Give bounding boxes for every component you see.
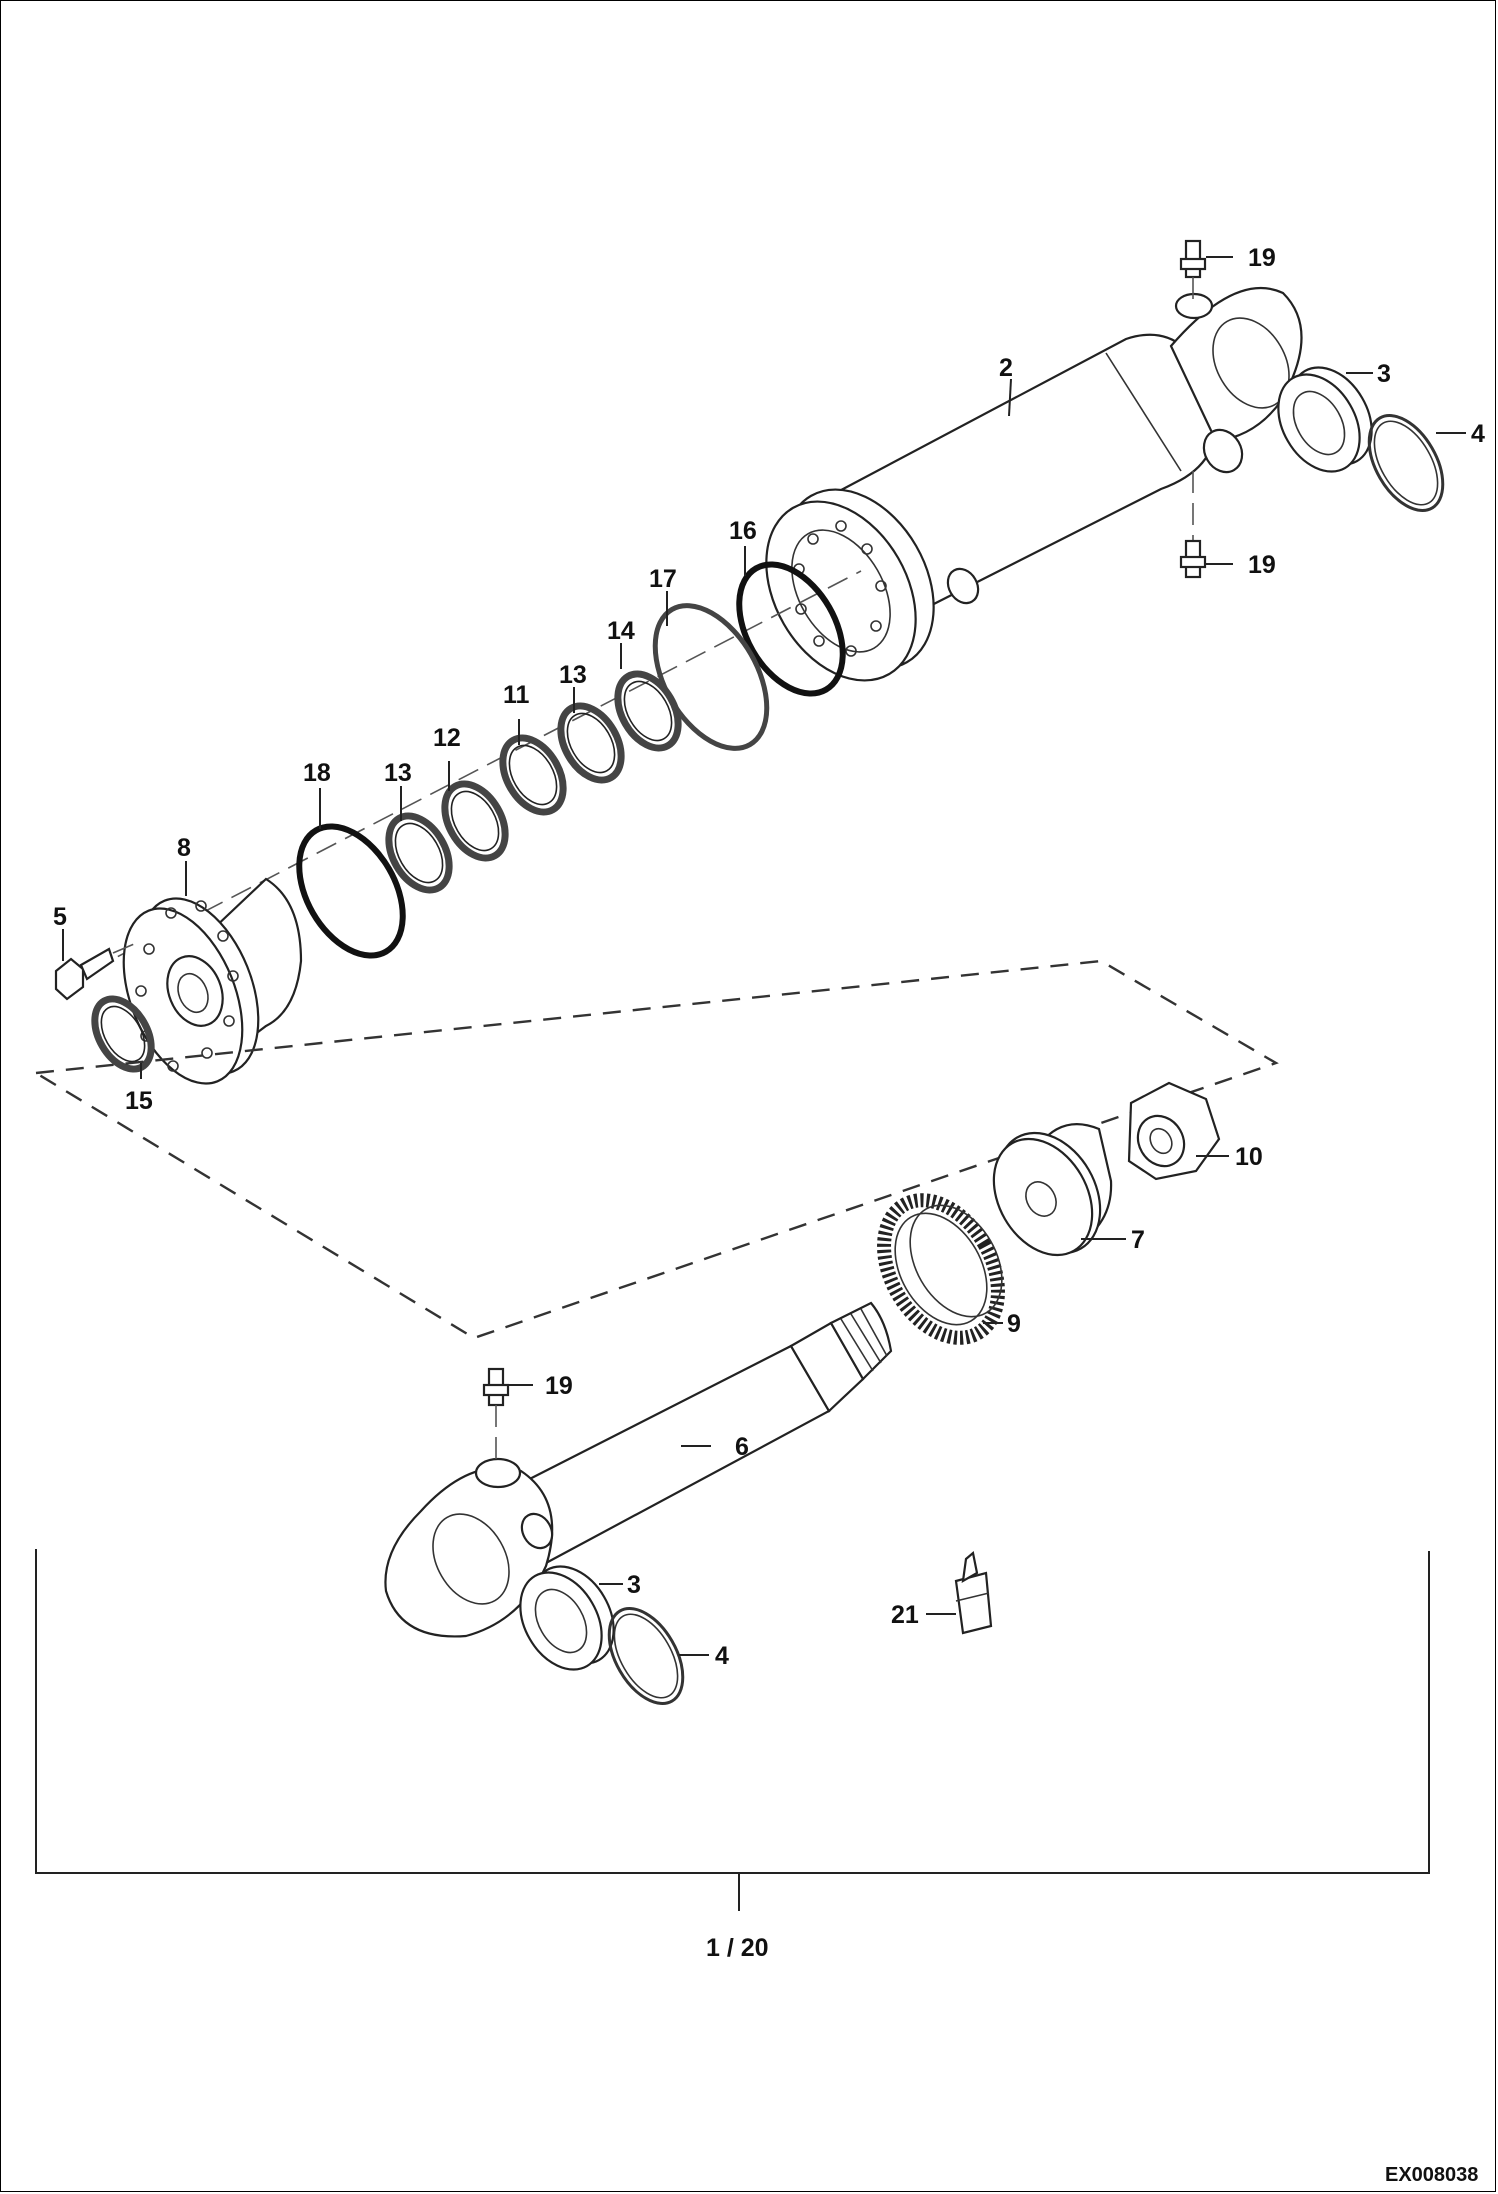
- assembly-bracket: [35, 1549, 1430, 1911]
- callout-16: 16: [729, 517, 757, 545]
- callout-4-top: 4: [1471, 420, 1485, 448]
- assembly-axis-upper: [60, 570, 862, 987]
- snap-ring-rod: [607, 1607, 685, 1705]
- snap-ring-top: [1367, 414, 1445, 512]
- callout-8: 8: [177, 834, 191, 862]
- callout-19-top: 19: [1248, 244, 1276, 272]
- seal-12: [441, 780, 509, 862]
- socket-bolt: [54, 940, 142, 1001]
- callout-5: 5: [53, 903, 67, 931]
- callout-17: 17: [649, 565, 677, 593]
- callout-12: 12: [433, 724, 461, 752]
- callout-4-rod: 4: [715, 1642, 729, 1670]
- seal-11: [499, 734, 567, 816]
- callout-6: 6: [735, 1433, 749, 1461]
- seal-14: [614, 670, 682, 752]
- callout-21: 21: [891, 1601, 919, 1629]
- callout-3-top: 3: [1377, 360, 1391, 388]
- assembly-callout: 1 / 20: [706, 1934, 769, 1962]
- drawing-code: EX008038: [1385, 2164, 1478, 2186]
- grease-nipple-top: [1179, 239, 1207, 301]
- piston-rod: [384, 1301, 893, 1638]
- grease-nipple-rod: [482, 1367, 510, 1463]
- adhesive-tube: [954, 1550, 993, 1635]
- wear-ring-13a: [557, 702, 625, 784]
- o-ring-18: [296, 823, 406, 959]
- piston-seal: [877, 1193, 1005, 1345]
- spherical-bearing-rod: [519, 1565, 615, 1671]
- callout-19-rod: 19: [545, 1372, 573, 1400]
- lock-nut: [1127, 1081, 1221, 1181]
- callout-18: 18: [303, 759, 331, 787]
- callout-13-b: 13: [384, 759, 412, 787]
- callout-15: 15: [125, 1087, 153, 1115]
- grease-nipple-lower: [1179, 471, 1207, 579]
- piston: [992, 1123, 1113, 1257]
- callout-7: 7: [1131, 1226, 1145, 1254]
- callout-10: 10: [1235, 1143, 1263, 1171]
- callout-13-a: 13: [559, 661, 587, 689]
- callout-9: 9: [1007, 1310, 1021, 1338]
- cylinder-barrel: [765, 286, 1303, 682]
- spherical-bearing-top: [1277, 366, 1373, 473]
- callout-11: 11: [503, 681, 530, 709]
- callout-14: 14: [607, 617, 635, 645]
- callout-2: 2: [999, 354, 1013, 382]
- leader-lines: [62, 256, 1466, 1656]
- callout-3-rod: 3: [627, 1571, 641, 1599]
- o-ring-16: [736, 561, 846, 697]
- callout-19-mid: 19: [1248, 551, 1276, 579]
- callout-labels: 19 2 3 4 19 16 17 14 13 11 12 13 18 8 5 …: [53, 244, 1485, 2186]
- wear-ring-13b: [385, 812, 453, 894]
- sub-assembly-bracket: [32, 959, 1279, 1340]
